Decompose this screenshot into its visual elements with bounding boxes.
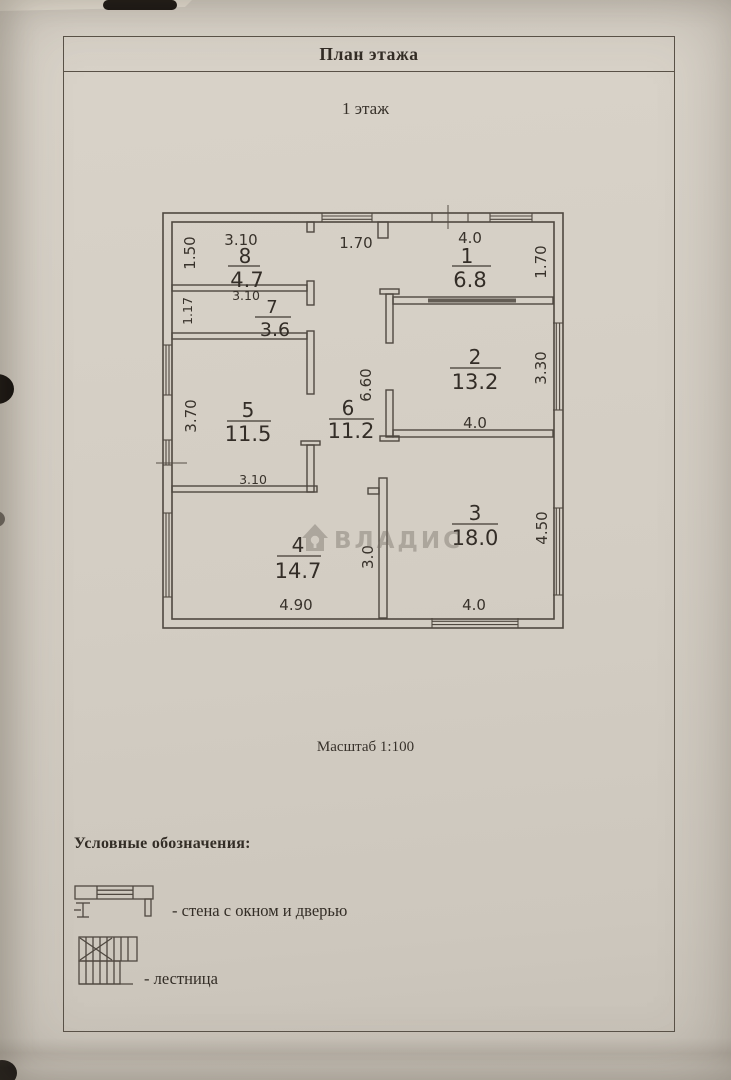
room-4-label: 4 14.7	[275, 533, 322, 583]
dim-hall-length: 6.60	[357, 368, 375, 401]
house-icon	[302, 524, 328, 551]
svg-text:8: 8	[239, 244, 252, 268]
dim-room5-depth: 3.70	[182, 399, 200, 432]
room-8-label: 8 4.7	[228, 244, 264, 292]
svg-text:11.5: 11.5	[225, 422, 272, 446]
room-labels: 1 6.8 2 13.2 3 18.0 4 14.7 5	[225, 244, 501, 583]
window-symbols	[156, 205, 563, 628]
dim-room3-width: 4.0	[462, 596, 486, 614]
svg-text:4.7: 4.7	[230, 268, 263, 292]
floor-label: 1 этаж	[342, 99, 389, 118]
dim-room8-depth: 1.50	[181, 236, 199, 269]
room-6-label: 6 11.2	[328, 396, 375, 443]
legend-heading: Условные обозначения:	[74, 835, 251, 852]
dim-room1-depth: 1.70	[532, 245, 550, 278]
legend-item-wall-label: - стена с окном и дверью	[172, 901, 348, 920]
dim-room7-width: 3.10	[232, 288, 260, 303]
svg-text:2: 2	[469, 345, 482, 369]
svg-text:4: 4	[292, 533, 305, 557]
dim-room7-depth: 1.17	[180, 297, 195, 325]
dim-room4-width: 4.90	[279, 596, 312, 614]
watermark: ВЛАДИС	[302, 524, 463, 554]
room-2-label: 2 13.2	[450, 345, 501, 394]
dim-room2-depth: 3.30	[532, 351, 550, 384]
svg-text:5: 5	[242, 398, 255, 422]
watermark-text: ВЛАДИС	[334, 528, 463, 554]
wall-window-door-symbol	[74, 885, 154, 918]
dim-room8-width: 3.10	[224, 231, 257, 249]
room-5-label: 5 11.5	[225, 398, 272, 446]
svg-text:13.2: 13.2	[452, 370, 499, 394]
dimension-labels: 3.10 1.70 4.0 1.50 1.70 3.10 1.17 3.30 6…	[180, 229, 551, 614]
room-3-label: 3 18.0	[452, 501, 499, 550]
page-title: План этажа	[319, 43, 419, 64]
scale-label: Масштаб 1:100	[316, 739, 415, 755]
svg-text:6.8: 6.8	[453, 268, 486, 292]
svg-text:18.0: 18.0	[452, 526, 499, 550]
dim-room3-depth: 4.50	[533, 511, 551, 544]
svg-text:11.2: 11.2	[328, 419, 375, 443]
interior-walls	[171, 221, 554, 619]
sheet-frame: План этажа	[63, 36, 675, 1032]
room-7-label: 7 3.6	[255, 297, 291, 341]
svg-text:6: 6	[342, 396, 355, 420]
staircase-symbol	[78, 936, 138, 985]
dim-room2-width: 4.0	[463, 414, 487, 432]
dim-room1-width: 4.0	[458, 229, 482, 247]
dim-room5-width: 3.10	[239, 472, 267, 487]
sheet-header-band: План этажа	[64, 37, 674, 72]
outer-walls	[162, 212, 564, 629]
svg-text:3: 3	[469, 501, 482, 525]
scan-artifacts	[0, 0, 192, 1080]
room-1-label: 1 6.8	[452, 244, 491, 292]
svg-text:1: 1	[461, 244, 474, 268]
dim-entry-width: 1.70	[339, 234, 372, 252]
svg-text:7: 7	[266, 297, 277, 318]
dim-room4-depth: 3.0	[359, 545, 377, 569]
svg-text:3.6: 3.6	[260, 319, 290, 341]
legend-item-stairs-label: - лестница	[144, 969, 218, 988]
svg-text:14.7: 14.7	[275, 559, 322, 583]
